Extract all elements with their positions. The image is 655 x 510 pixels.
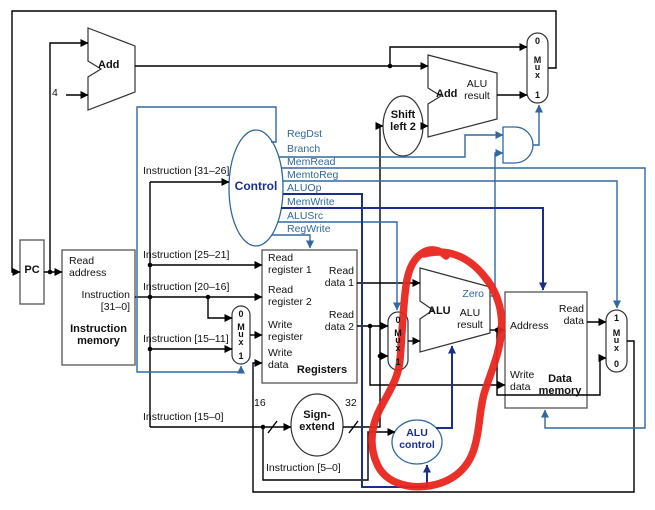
wire-regwrite [272, 234, 314, 249]
regdst-mux-shape [231, 305, 251, 365]
wire-pc-to-adder [49, 39, 89, 272]
wire-writeback [252, 340, 635, 493]
wire-alu-result-bypass [496, 330, 607, 396]
wire-memwrite [281, 207, 547, 291]
branch-adder-shape [427, 54, 498, 138]
wire-branch [279, 131, 504, 158]
wire-pc4-to-mux [389, 43, 528, 66]
wire-pc-feedback [11, 10, 557, 276]
memtoreg-mux-shape [605, 309, 628, 373]
wire-alusrc [278, 221, 401, 311]
data-memory-box [504, 291, 588, 409]
control-oval [228, 129, 284, 247]
registers-box [261, 249, 358, 384]
sign-extend-oval [290, 393, 344, 457]
wire-alucontrol-out [436, 345, 456, 429]
shift-left-2-oval [382, 95, 424, 157]
slash-32 [348, 420, 359, 434]
wire-memread [281, 167, 646, 429]
alu-shape [419, 267, 491, 353]
wire-and-to-pcsrc [533, 104, 543, 146]
pc-box [19, 239, 45, 305]
red-circle-annotation [368, 246, 506, 491]
pcsrc-mux-shape [526, 32, 549, 104]
instruction-memory-box [61, 249, 136, 366]
wire-memtoreg [283, 180, 621, 309]
wire-zero [490, 149, 504, 297]
wire-rt-to-mux [207, 297, 233, 322]
alu-control-oval [391, 419, 443, 465]
junction-dots [47, 63, 500, 430]
slash-16 [267, 420, 278, 434]
wire-rd2-to-dmem [369, 326, 506, 389]
pc-adder-shape [87, 27, 136, 111]
wire-regdst [136, 106, 277, 374]
wire-aluop [283, 193, 431, 488]
and-gate [502, 126, 534, 164]
wire-funct [262, 427, 396, 481]
